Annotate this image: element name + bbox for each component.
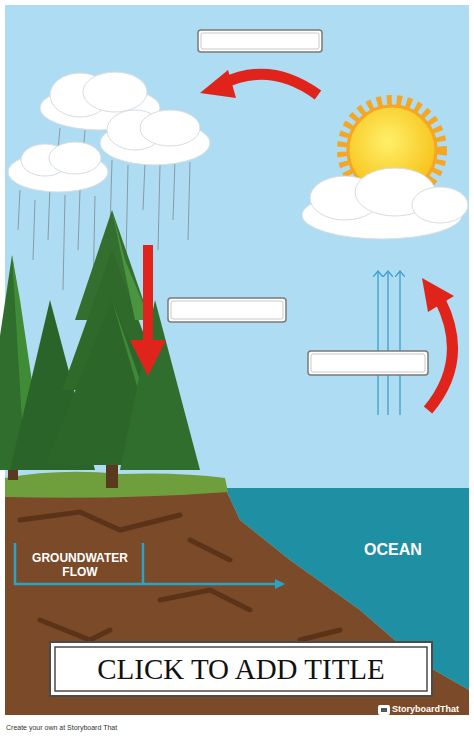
sky xyxy=(5,5,469,715)
groundwater-label: GROUNDWATER FLOW xyxy=(22,551,138,579)
logo-icon xyxy=(378,705,390,715)
groundwater-arrows xyxy=(15,543,283,584)
clouds xyxy=(8,72,210,192)
soil-cracks xyxy=(20,512,340,640)
evaporation-arrows xyxy=(378,272,400,415)
cycle-arrows xyxy=(130,70,454,410)
ocean-label: OCEAN xyxy=(345,541,441,559)
blank-label-inner xyxy=(171,33,425,372)
blank-label-boxes xyxy=(168,30,428,375)
title-box xyxy=(50,642,432,696)
ground xyxy=(5,488,469,715)
footer-credit: Create your own at Storyboard That xyxy=(6,724,117,731)
watermark-logo: StoryboardThat xyxy=(392,704,459,714)
sun-cloud xyxy=(302,168,468,239)
title-text: CLICK TO ADD TITLE xyxy=(57,649,425,689)
pine-trees xyxy=(0,210,200,488)
